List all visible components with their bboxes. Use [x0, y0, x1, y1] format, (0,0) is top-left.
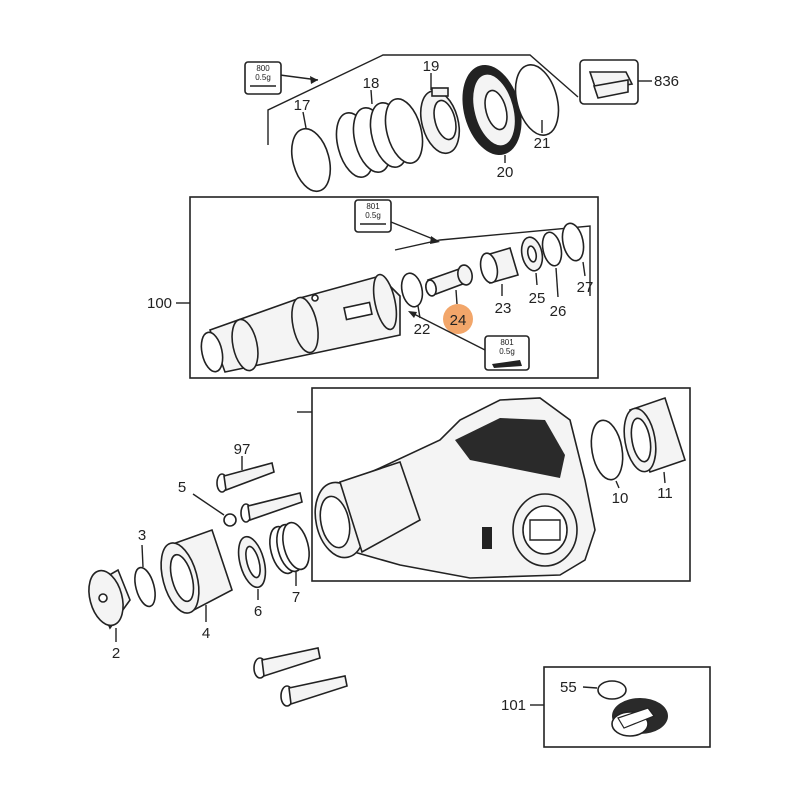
callout-2: 2	[112, 645, 120, 662]
lube-tag-801-bottom: 801 0.5g	[484, 335, 530, 371]
callout-55: 55	[560, 679, 577, 696]
callout-27: 27	[577, 279, 594, 296]
clutch-ring-part-19	[419, 87, 461, 155]
locking-sleeve-part-4	[160, 528, 233, 614]
callout-3: 3	[138, 527, 146, 544]
callout-6: 6	[254, 603, 262, 620]
housing-frame	[311, 387, 691, 582]
grease-pack-836	[579, 59, 639, 105]
group-bracket-line	[267, 54, 579, 145]
housing-group: 10 11	[297, 387, 691, 582]
gear-housing	[314, 397, 596, 579]
oring-part-27	[561, 222, 585, 262]
lube-tag-800: 800 0.5g	[244, 61, 282, 95]
callout-21: 21	[534, 135, 551, 152]
screw-lower-b	[280, 675, 348, 707]
lube-tag-code: 801	[366, 202, 380, 211]
callout-836: 836	[654, 73, 679, 90]
assembly-frame-101	[543, 666, 711, 748]
gear-part-20	[462, 64, 522, 156]
lube-tag-amount: 0.5g	[255, 73, 271, 82]
bearing-part-11	[623, 396, 687, 474]
front-parts-group: 97 5 2 3 4 6	[88, 441, 348, 707]
screw-part-97	[216, 462, 275, 493]
callout-101: 101	[501, 697, 526, 714]
spring-part-18	[335, 98, 424, 178]
lube-tag-801-top: 801 0.5g	[354, 199, 392, 233]
oring-part-55	[597, 680, 627, 700]
screw-part-97b	[240, 492, 303, 523]
assembly-frame-100	[189, 196, 599, 379]
callout-26: 26	[550, 303, 567, 320]
lube-tag-amount: 0.5g	[499, 347, 515, 356]
screw-lower-a	[253, 647, 321, 679]
knob-assembly-group: 101 55	[501, 666, 711, 748]
callout-5: 5	[178, 479, 186, 496]
spindle-tube	[200, 273, 401, 373]
ring-part-10	[590, 419, 624, 481]
callout-17: 17	[294, 97, 311, 114]
ring-part-17	[290, 127, 332, 193]
ring-part-3	[134, 566, 156, 608]
callout-23: 23	[495, 300, 512, 317]
spring-part-7	[269, 521, 310, 575]
lube-tag-code: 800	[256, 64, 270, 73]
ball-part-5	[223, 513, 237, 527]
pin-part-24	[425, 264, 473, 297]
lube-tag-amount: 0.5g	[365, 211, 381, 220]
highlight-circle-24	[443, 304, 473, 334]
callout-19: 19	[423, 58, 440, 75]
callout-97: 97	[234, 441, 251, 458]
callout-24: 24	[450, 312, 467, 329]
callout-18: 18	[363, 75, 380, 92]
washer-part-26	[541, 231, 563, 267]
sleeve-part-23	[479, 247, 519, 284]
callout-20: 20	[497, 164, 514, 181]
retaining-ring-part-21	[514, 64, 560, 136]
dust-cap-part-2	[88, 568, 131, 630]
top-group: 800 0.5g 17 18 19	[244, 54, 679, 193]
washer-part-22	[400, 272, 424, 308]
callout-22: 22	[414, 321, 431, 338]
callout-25: 25	[529, 290, 546, 307]
spindle-assembly-group: 100 801 0.5g 22	[147, 196, 599, 379]
lube-tag-code: 801	[500, 338, 514, 347]
callout-7: 7	[292, 589, 300, 606]
callout-4: 4	[202, 625, 210, 642]
callout-11: 11	[657, 485, 673, 502]
selector-knob	[611, 698, 668, 737]
callout-100: 100	[147, 295, 172, 312]
callout-10: 10	[612, 490, 629, 507]
